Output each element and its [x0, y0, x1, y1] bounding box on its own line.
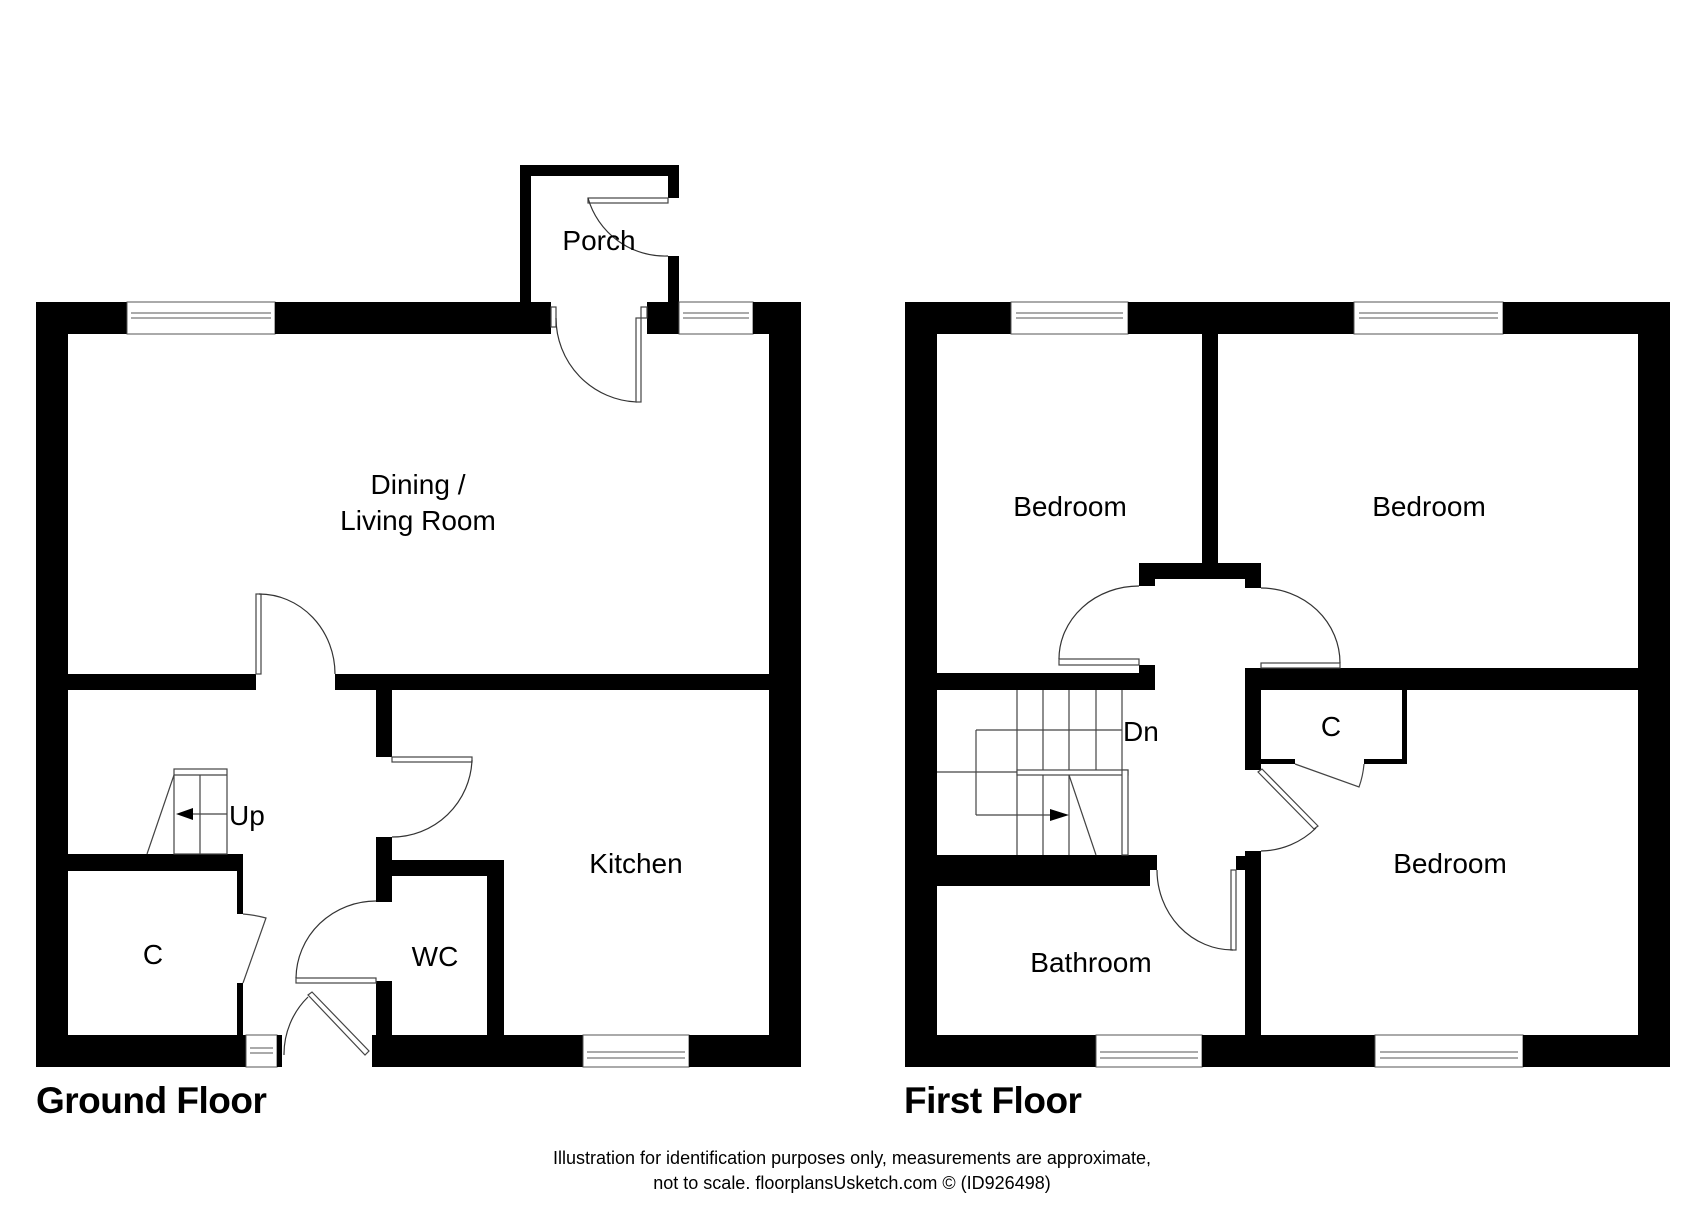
room-label-wc: WC	[412, 941, 459, 972]
window	[1095, 1034, 1203, 1068]
room-label-kitchen: Kitchen	[589, 848, 682, 879]
disclaimer-footer: Illustration for identification purposes…	[0, 1146, 1704, 1196]
disclaimer-line-2: not to scale. floorplansUsketch.com © (I…	[653, 1173, 1051, 1193]
room-label-bathroom: Bathroom	[1030, 947, 1151, 978]
window	[245, 1034, 278, 1068]
window	[1374, 1034, 1524, 1068]
first-floor-plan: Bedroom Bedroom Bedroom Bathroom C Dn	[905, 301, 1670, 1068]
stairs-label-up: Up	[229, 800, 265, 831]
room-label-living-line1: Dining /	[371, 469, 466, 500]
room-label-bedroom-1: Bedroom	[1013, 491, 1127, 522]
room-label-cupboard: C	[1321, 711, 1341, 742]
stairs-label-down: Dn	[1123, 716, 1159, 747]
ground-floor-title: Ground Floor	[36, 1080, 267, 1121]
first-floor-title: First Floor	[904, 1080, 1082, 1121]
disclaimer-line-1: Illustration for identification purposes…	[553, 1148, 1151, 1168]
room-label-bedroom-2: Bedroom	[1372, 491, 1486, 522]
room-label-living-line2: Living Room	[340, 505, 496, 536]
room-label-cupboard: C	[143, 939, 163, 970]
room-label-porch: Porch	[562, 225, 635, 256]
window	[582, 1034, 690, 1068]
room-label-bedroom-3: Bedroom	[1393, 848, 1507, 879]
ground-floor-plan: Porch Dining / Living Room Kitchen WC C …	[36, 165, 801, 1068]
